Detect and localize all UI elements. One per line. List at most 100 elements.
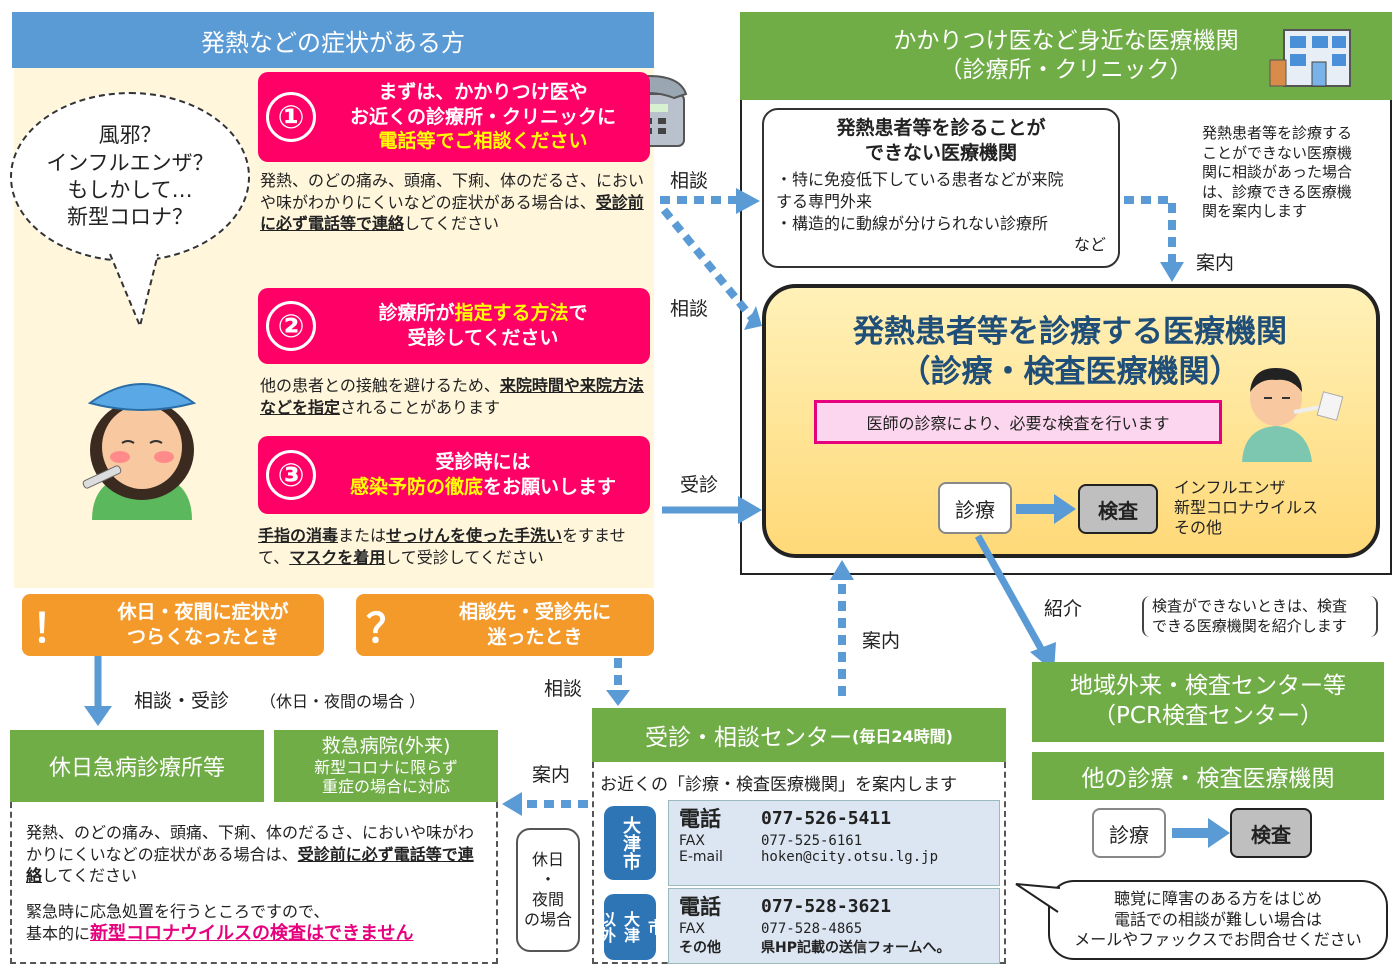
bl-cu: 電話等で連絡: [26, 844, 474, 886]
main-test3: その他: [1174, 518, 1223, 537]
step1-desc-underline: 受診前に必ず電話等で連絡: [260, 192, 644, 234]
step2-description: 他の患者との接触を避けるため、来院時間や来院方法などを指定されることがあります: [260, 375, 655, 418]
night-l1: 休日: [531, 850, 564, 869]
step3-desc-a: または: [338, 526, 387, 545]
step3-desc-u3: マスクを着用: [289, 547, 386, 567]
hearing-l1: 聴覚に障害のある方をはじめ: [1113, 888, 1322, 908]
arrow-label-soudan3: 相談: [544, 678, 583, 700]
arrow-label-soudan-jushin: 相談・受診: [134, 690, 230, 712]
bl-d: 緊急時に応急処置を行うところですので、: [26, 901, 330, 921]
kyujitsu-note: （休日・夜間の場合 ）: [260, 692, 426, 711]
right-note-l3: 関に相談があった場合: [1202, 163, 1353, 181]
kensa-note: 検査ができないときは、検査 できる医療機関を紹介します: [1142, 596, 1378, 637]
left-header: 発熱などの症状がある方: [12, 12, 654, 68]
arrow-label-shokai: 紹介: [1044, 598, 1083, 620]
right-note-l1: 発熱患者等を診療する: [1202, 124, 1353, 142]
step1-desc-c: は、: [563, 192, 596, 212]
cannot-bullet3: など: [1073, 235, 1106, 255]
right-note-l4: は、診療できる医療機: [1202, 182, 1352, 201]
arrow-label-annai2: 案内: [862, 630, 901, 652]
question-icon: ？: [366, 606, 406, 652]
right-header-line2: （診療所・クリニック）: [939, 57, 1193, 83]
orange2-l1: 相談先・受診先に: [458, 601, 611, 624]
outside-tel[interactable]: 077-528-3621: [761, 895, 892, 917]
outside-other-label: その他: [679, 940, 721, 956]
night-l2: ・: [539, 870, 556, 889]
chiiki-l1: 地域外来・検査センター等: [1070, 673, 1346, 700]
other-flow-arrow: [1172, 818, 1230, 848]
otsu-email[interactable]: hoken@city.otsu.lg.jp: [761, 849, 939, 865]
thought-bubble: 風邪？ インフルエンザ？ もしかして… 新型コロナ？: [10, 92, 250, 262]
step1-description: 発熱、のどの痛み、頭痛、下痢、体のだるさ、においや味がわかりにくいなどの症状があ…: [260, 170, 655, 235]
outside-tag2: 以外: [597, 911, 616, 943]
step3-banner: ③ 受診時には 感染予防の徹底をお願いします: [258, 436, 650, 514]
main-pink-note: 医師の診察により、必要な検査を行います: [814, 400, 1222, 444]
hearing-note: 聴覚に障害のある方をはじめ 電話での相談が難しい場合は メールやファックスでお問…: [1048, 880, 1388, 960]
outside-tag3: 市: [645, 919, 664, 935]
kyukyu-l2: 新型コロナに限らず: [314, 758, 458, 778]
center-header: 受診・相談センター(毎日24時間): [592, 708, 1006, 762]
right-note-l5: 関を案内します: [1202, 202, 1308, 220]
outside-tel-label: 電話: [679, 895, 721, 919]
bl-e: 基本的に: [26, 924, 91, 944]
step3-number: ③: [266, 450, 316, 500]
otsu-tel[interactable]: 077-526-5411: [761, 807, 892, 829]
chiiki-center-box: 地域外来・検査センター等 （PCR検査センター）: [1032, 662, 1384, 742]
outside-tag1: 大津: [621, 911, 640, 943]
cannot-bullet1b: する専門外来: [776, 191, 873, 211]
outside-fax-label: FAX: [679, 921, 705, 937]
bubble-line2: インフルエンザ？: [46, 150, 214, 175]
arrow-label-annai3: 案内: [532, 764, 571, 786]
night-l3: 夜間: [531, 890, 564, 909]
main-title1: 発熱患者等を診療する医療機関: [853, 314, 1287, 350]
orange1-l1: 休日・夜間に症状が: [117, 601, 289, 624]
arrow-label-soudan1: 相談: [670, 170, 709, 192]
step2-banner: ② 診療所が指定する方法で 受診してください: [258, 288, 650, 364]
outside-tag: 以外大津市: [597, 894, 664, 960]
bubble-tail: [109, 253, 159, 330]
orange-night-box: ！ 休日・夜間に症状がつらくなったとき: [22, 594, 324, 656]
step1-line1: まずは、かかりつけ医や: [378, 80, 588, 103]
bl-a: 発熱、のどの痛み、頭痛、下痢、体のだるさ、においや味: [26, 823, 443, 842]
main-flow-arrow: [1016, 494, 1076, 524]
step3-desc-u2: せっけんを使った手洗い: [386, 526, 563, 545]
step1-desc-d: してください: [404, 214, 500, 234]
bubble-line3: もしかして…: [67, 178, 193, 202]
arrow-label-jushin: 受診: [680, 474, 719, 496]
otsu-fax-label: FAX: [679, 833, 705, 849]
bubble-line4: 新型コロナ？: [67, 205, 193, 230]
chiiki-l2: （PCR検査センター）: [1093, 703, 1323, 729]
center-title-small: (毎日24時間): [852, 727, 953, 746]
bubble-line1: 風邪？: [98, 123, 162, 148]
main-tests: インフルエンザ 新型コロナウイルス その他: [1174, 478, 1318, 538]
cannot-bullet2: ・構造的に動線が分けられない診療所: [776, 213, 1049, 233]
other-institution-box: 他の診療・検査医療機関: [1032, 752, 1384, 800]
outside-other[interactable]: 県HP記載の送信フォームへ。: [761, 940, 951, 956]
orange2-l2: 迷ったとき: [487, 626, 583, 648]
step2-line2: 受診してください: [407, 327, 559, 349]
night-label: 休日 ・ 夜間 の場合: [516, 828, 580, 952]
cannot-title2: できない医療機関: [864, 141, 1017, 164]
main-shinryo-box: 診療: [938, 482, 1012, 534]
clinic-section-frame: [740, 100, 1392, 575]
step1-line2: お近くの診療所・クリニックに: [349, 105, 616, 128]
sick-person-illustration: [62, 355, 222, 520]
bl-bu: 受診前に必ず: [297, 844, 394, 864]
right-note: 発熱患者等を診療する ことができない医療機 関に相談があった場合 は、診療できる…: [1202, 124, 1382, 222]
step1-desc-b: おいや味がわかりにくいなどの症状がある場合: [260, 171, 645, 212]
cannot-treat-box: 発熱患者等を診ることが できない医療機関 ・特に免疫低下している患者などが来院 …: [762, 108, 1120, 268]
main-test1: インフルエンザ: [1174, 478, 1286, 497]
step1-banner: ① まずは、かかりつけ医や お近くの診療所・クリニックに 電話等でご相談ください: [258, 72, 650, 162]
other-shinryo-box: 診療: [1092, 808, 1166, 858]
kyukyu-l1: 救急病院(外来): [321, 735, 451, 758]
main-test2: 新型コロナウイルス: [1174, 498, 1319, 517]
step1-line3: 電話等でご相談ください: [378, 130, 588, 153]
center-title: 受診・相談センター: [645, 725, 853, 751]
arrow-label-annai1: 案内: [1196, 252, 1235, 274]
exclamation-icon: ！: [32, 606, 72, 652]
bottom-left-frame: [10, 802, 498, 964]
otsu-email-label: E-mail: [679, 849, 723, 865]
step3-desc-b: をすませて、: [258, 526, 626, 567]
